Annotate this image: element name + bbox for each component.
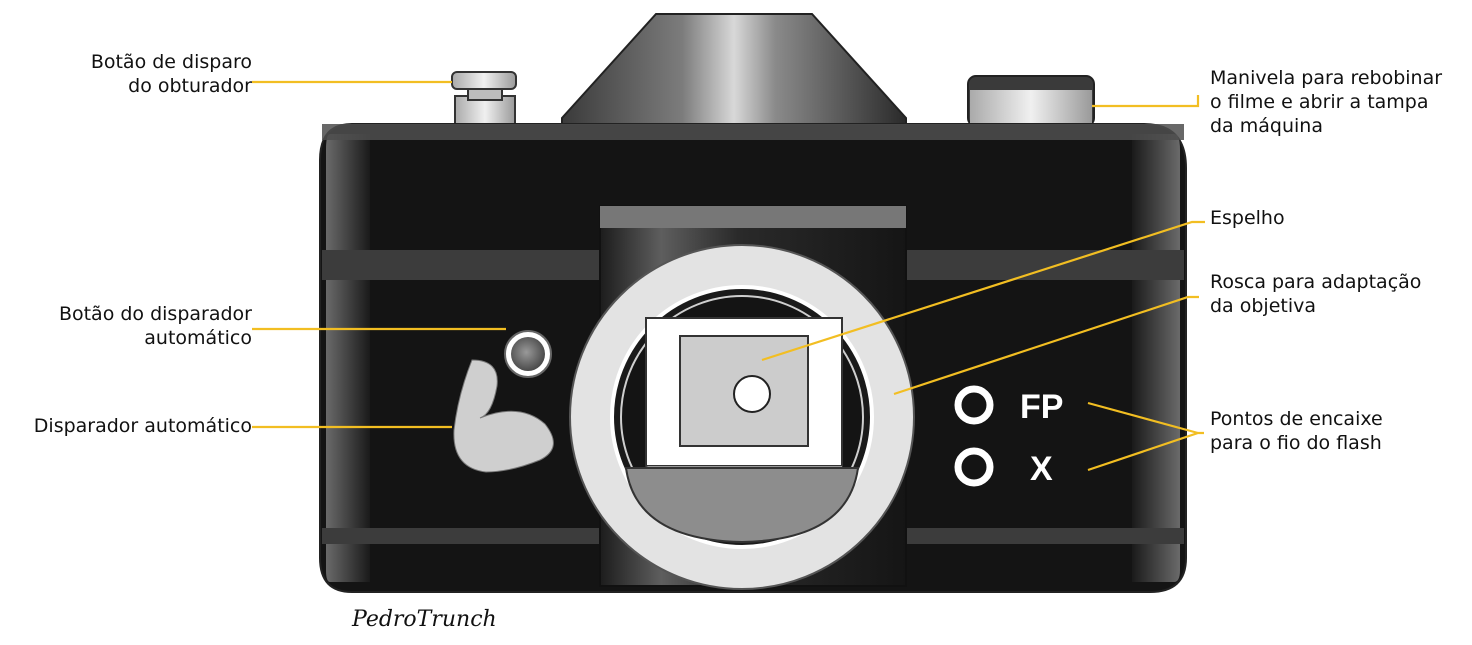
label-mirror: Espelho <box>1210 206 1285 230</box>
pentaprism <box>561 13 907 141</box>
label-line: para o fio do flash <box>1210 432 1382 454</box>
shutter-release-button <box>451 71 517 129</box>
label-line: Botão do disparador <box>58 303 252 325</box>
label-line: Botão de disparo <box>90 51 252 73</box>
leader-mount <box>893 295 1199 396</box>
label-line: da objetiva <box>1210 295 1317 317</box>
leader-lines <box>252 80 1205 472</box>
self-timer-button <box>504 330 552 378</box>
label-self-timer-button: Botão do disparador automático <box>59 302 252 350</box>
label-shutter-button: Botão de disparo do obturador <box>91 50 252 98</box>
camera-body <box>319 123 1187 593</box>
flash-socket-x: X <box>954 447 1053 488</box>
label-lens-mount: Rosca para adaptação da objetiva <box>1210 270 1421 318</box>
label-line: do obturador <box>128 75 252 97</box>
label-self-timer: Disparador automático <box>34 414 252 438</box>
rewind-crank <box>967 75 1095 127</box>
flash-mark-x: X <box>1030 450 1053 488</box>
self-timer-lever <box>453 359 554 473</box>
label-flash-sockets: Pontos de encaixe para o fio do flash <box>1210 407 1383 455</box>
leader-rewind <box>1092 95 1200 108</box>
mirror-box <box>624 317 860 544</box>
label-line: Disparador automático <box>33 415 252 437</box>
label-line: Pontos de encaixe <box>1210 408 1383 430</box>
leader-flash-fp <box>1087 401 1199 435</box>
label-line: Rosca para adaptação <box>1210 271 1422 293</box>
label-rewind-crank: Manivela para rebobinar o filme e abrir … <box>1210 66 1442 138</box>
leader-flash-x <box>1087 431 1204 472</box>
label-line: da máquina <box>1210 115 1323 137</box>
label-line: automático <box>144 327 252 349</box>
leader-mirror <box>761 220 1205 362</box>
flash-mark-fp: FP <box>1020 388 1063 426</box>
flash-socket-fp: FP <box>954 385 1063 426</box>
label-line: Manivela para rebobinar <box>1210 67 1443 89</box>
label-line: o filme e abrir a tampa <box>1210 91 1429 113</box>
label-line: Espelho <box>1210 207 1285 229</box>
artist-signature: PedroTrunch <box>351 607 497 632</box>
